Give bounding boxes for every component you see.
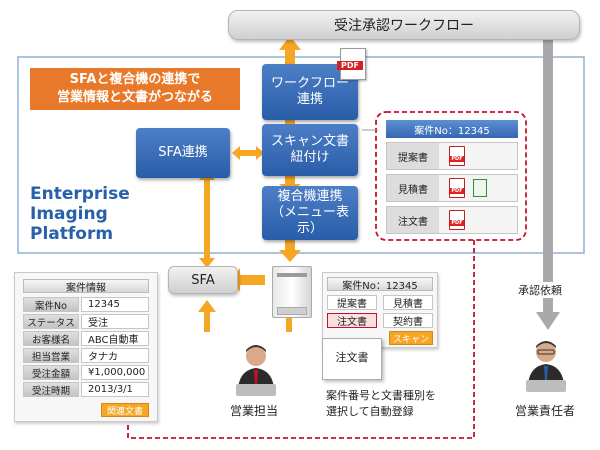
pdf-icon: PDF: [449, 210, 465, 230]
order-document-sheet: 注文書: [322, 338, 382, 380]
caption-line2: 選択して自動登録: [326, 405, 414, 418]
case-info-title: 案件情報: [23, 279, 149, 294]
banner: SFAと複合機の連携で 営業情報と文書がつながる: [30, 68, 240, 110]
mfp-option-button-selected[interactable]: 注文書: [327, 313, 377, 328]
manager-label: 営業責任者: [514, 404, 575, 418]
case-panel: 案件No：12345 提案書 PDF 見積書 PDF 注文書 PDF: [386, 120, 518, 234]
spreadsheet-icon: [473, 179, 487, 197]
banner-line2: 営業情報と文書がつながる: [56, 90, 213, 105]
caption-line1: 案件番号と文書種別を: [326, 389, 436, 402]
approval-request-label: 承認依頼: [500, 282, 580, 298]
platform-name: Enterprise Imaging Platform: [30, 184, 130, 244]
case-info-field-label: ステータス: [23, 314, 79, 329]
case-panel-row[interactable]: 提案書 PDF: [386, 142, 518, 170]
case-info-field-value: 受注: [81, 314, 149, 329]
banner-line1: SFAと複合機の連携で: [69, 72, 201, 87]
arrow-rep-sfa: [198, 300, 216, 332]
row-label: 注文書: [387, 207, 439, 233]
mfp-option-button[interactable]: 見積書: [383, 295, 433, 310]
row-label: 見積書: [387, 175, 439, 201]
approval-arrow: [536, 40, 560, 330]
case-info-field-label: お客様名: [23, 331, 79, 346]
mfp-panel-title: 案件No：12345: [327, 277, 433, 292]
sfa-node[interactable]: SFA: [168, 266, 238, 294]
arrow-mfp-printer: [279, 240, 301, 262]
case-info-field-value: 2013/3/1: [81, 382, 149, 397]
sales-rep-person-icon: [228, 340, 284, 400]
platform-frame: [17, 56, 585, 254]
case-info-field-value: ¥1,000,000: [81, 365, 149, 380]
arrow-sfa-printer: [232, 268, 265, 292]
scan-button[interactable]: スキャン: [389, 331, 433, 345]
case-info-field-value: タナカ: [81, 348, 149, 363]
mfp-printer-icon: [272, 266, 312, 318]
sfa-link-module[interactable]: SFA連携: [136, 128, 230, 178]
case-info-field-label: 案件No: [23, 297, 79, 312]
manager-person-icon: [518, 336, 574, 396]
mfp-option-button[interactable]: 提案書: [327, 295, 377, 310]
case-panel-row[interactable]: 注文書 PDF: [386, 206, 518, 234]
mfp-module[interactable]: 複合機連携 （メニュー表示）: [262, 186, 358, 240]
workflow-bar: 受注承認ワークフロー: [228, 10, 580, 40]
pdf-icon: PDF: [449, 146, 465, 166]
case-panel-row[interactable]: 見積書 PDF: [386, 174, 518, 202]
dashed-link: [127, 240, 475, 439]
mfp-panel: 案件No：12345 提案書 見積書 注文書 契約書 スキャン: [322, 272, 438, 348]
pdf-label: PDF: [337, 61, 363, 70]
pdf-icon: PDF: [449, 178, 465, 198]
case-panel-highlight: [375, 111, 527, 241]
pdf-document-icon: PDF: [337, 48, 366, 80]
arrow-sfa-scan: [232, 146, 264, 160]
sales-rep-label: 営業担当: [229, 404, 278, 418]
workflow-module[interactable]: ワークフロー 連携: [262, 64, 358, 120]
arrow-sfa-vertical: [199, 170, 215, 268]
related-docs-button[interactable]: 関連文書: [101, 403, 149, 417]
mfp-option-button[interactable]: 契約書: [383, 313, 433, 328]
caption: 案件番号と文書種別を 選択して自動登録: [326, 388, 476, 422]
case-panel-title: 案件No：12345: [386, 120, 518, 138]
row-label: 提案書: [387, 143, 439, 169]
scan-link-module[interactable]: スキャン文書 紐付け: [262, 124, 358, 176]
case-info-field-value: 12345: [81, 297, 149, 312]
case-info-field-label: 受注時期: [23, 382, 79, 397]
case-info-field-value: ABC自動車: [81, 331, 149, 346]
arrow-workflow-up: [279, 36, 301, 64]
case-info-field-label: 担当営業: [23, 348, 79, 363]
case-info-field-label: 受注金額: [23, 365, 79, 380]
